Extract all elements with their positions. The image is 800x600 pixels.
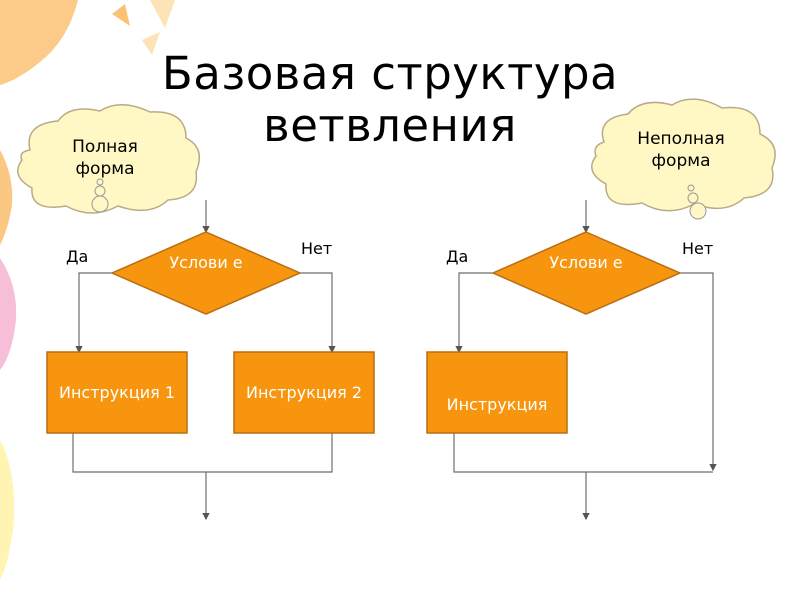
full-instruction1-box — [46, 351, 188, 434]
partial-form-cloud-tail — [687, 184, 707, 220]
full-instruction2-label: Инструкция 2 — [245, 382, 362, 402]
slide-title-line2: ветвления — [263, 99, 517, 152]
slide-title-line1: Базовая структура — [161, 47, 619, 100]
partial-yes-branch-arrow — [455, 272, 493, 354]
partial-instruction-label: Инструкция — [446, 395, 548, 414]
full-condition-diamond — [110, 231, 302, 315]
partial-form-cloud — [591, 98, 776, 212]
partial-condition-label: Услови е — [549, 253, 623, 272]
full-form-cloud-label: Полная форма — [72, 137, 138, 179]
partial-form-cloud-label: Неполная форма — [637, 129, 725, 171]
partial-condition-diamond — [491, 231, 682, 315]
slide-title: Базовая структура ветвления — [120, 48, 660, 152]
partial-no-branch-arrow — [680, 272, 717, 472]
partial-yes-label: Да — [446, 247, 469, 266]
full-instruction2-box — [233, 351, 375, 434]
full-yes-label: Да — [66, 247, 89, 266]
partial-instruction-box — [426, 351, 568, 434]
full-no-branch-arrow — [300, 272, 336, 354]
full-merge-line — [72, 433, 333, 473]
partial-no-label: Нет — [682, 239, 714, 258]
full-yes-branch-arrow — [75, 272, 112, 354]
full-no-label: Нет — [301, 239, 333, 258]
full-form-cloud-tail — [91, 178, 109, 213]
full-form-cloud — [17, 104, 201, 214]
partial-merge-line — [453, 433, 713, 473]
decorative-sun-shapes — [0, 0, 175, 580]
full-instruction1-label: Инструкция 1 — [58, 382, 175, 402]
full-condition-label: Услови е — [169, 253, 243, 272]
